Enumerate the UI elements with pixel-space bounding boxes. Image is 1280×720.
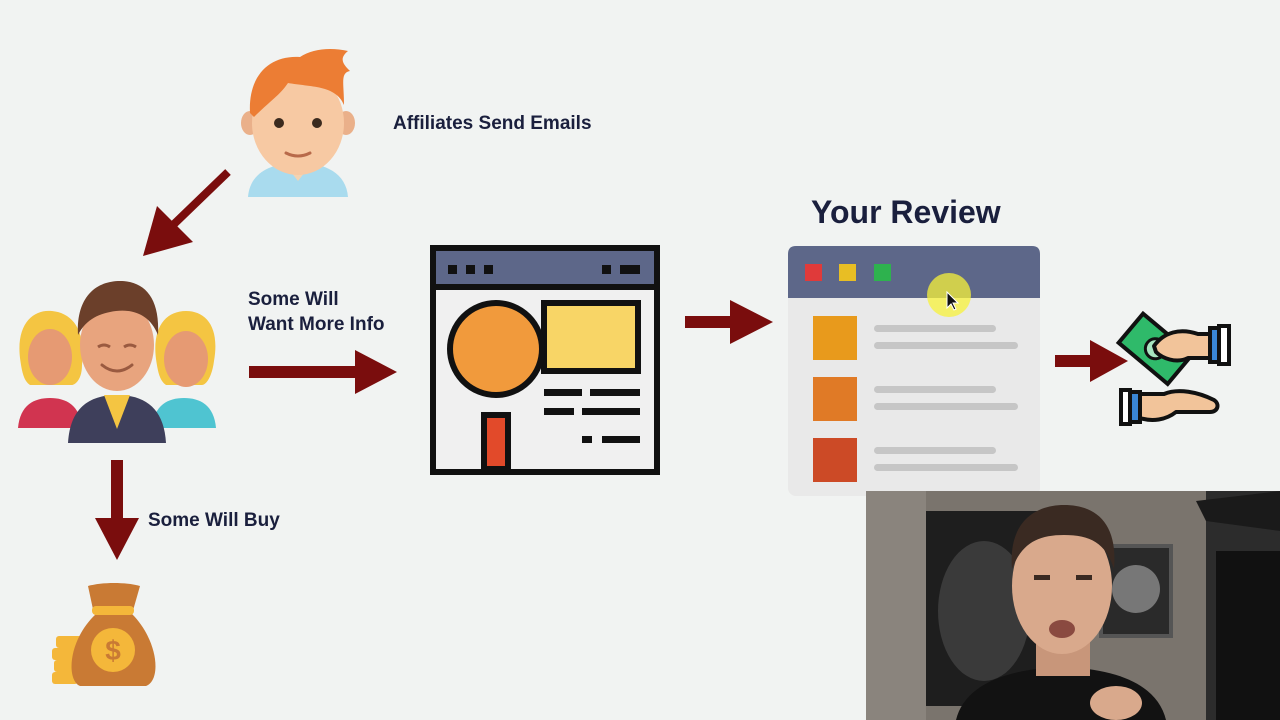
review-title: Your Review: [811, 194, 1001, 230]
webcam-video: [866, 491, 1280, 720]
review-window-icon: [788, 246, 1040, 496]
affiliates-label: Affiliates Send Emails: [393, 113, 592, 134]
money-bag-icon: $: [52, 583, 156, 686]
browser-search-icon: [430, 245, 660, 475]
arrow-crowd-to-moneybag: [95, 460, 139, 560]
arrow-affiliate-to-crowd: [143, 169, 231, 256]
more-info-label-line1: Some Will: [248, 289, 339, 310]
svg-text:$: $: [105, 635, 121, 666]
more-info-label-line2: Want More Info: [248, 314, 385, 335]
crowd-icon: [18, 281, 216, 443]
money-exchange-icon: [1115, 310, 1231, 426]
arrow-crowd-to-browser: [249, 350, 397, 394]
affiliate-person-icon: [241, 49, 355, 197]
cursor-highlight-icon: [927, 273, 971, 317]
arrow-review-to-money: [1055, 340, 1128, 382]
buy-label: Some Will Buy: [148, 510, 280, 531]
arrow-browser-to-review: [685, 300, 773, 344]
